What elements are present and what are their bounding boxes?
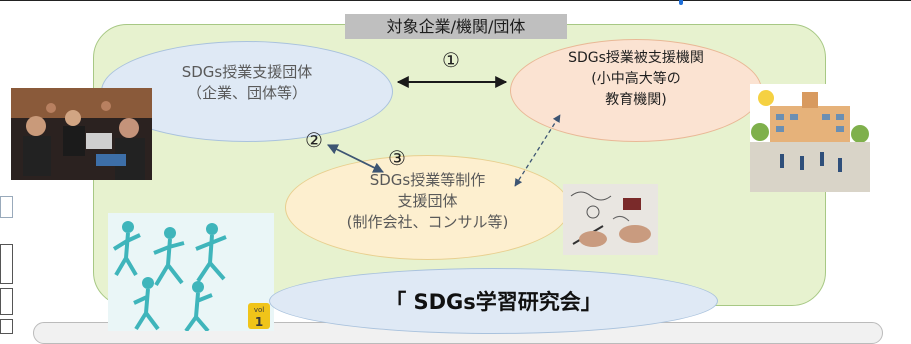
edge-label-1: ① [442,48,460,72]
photo-sketching-hands [563,184,658,255]
illustration-running-people: vol 1 [108,213,274,331]
badge-number: 1 [255,315,263,329]
node-line: SDGs授業被支援機関 [568,50,704,66]
illustration-school-building [750,84,870,192]
left-page-fragment [0,196,13,218]
node-line: SDGs授業等制作 [369,171,486,189]
node-line: (小中高大等の [591,71,681,87]
node-line: 支援団体 [397,192,458,210]
container-title: 対象企業/機関/団体 [345,14,567,39]
left-page-fragment [0,244,13,284]
node-supported-institutions-text: SDGs授業被支援機関 (小中高大等の 教育機関) [520,48,752,111]
node-line: (制作会社、コンサル等) [346,213,509,231]
edge-label-3: ③ [388,146,406,170]
node-line: SDGs授業支援団体 [181,63,313,81]
node-line: （企業、団体等） [186,84,307,102]
node-production-orgs-text: SDGs授業等制作 支援団体 (制作会社、コンサル等) [300,170,555,233]
node-support-orgs-text: SDGs授業支援団体 （企業、団体等） [120,62,374,104]
cursor-marker [679,0,683,5]
badge-vol-text: vol [254,306,264,314]
photo-workshop-people [11,88,152,180]
edge-label-2: ② [305,128,323,152]
node-line: 教育機関) [605,92,667,108]
top-border-line [0,0,911,1]
study-group-label: 「 SDGs学習研究会」 [385,290,602,314]
left-page-fragment [0,288,13,315]
relation-arrows [327,76,561,187]
arrow-production-to-supported [514,114,561,187]
arrow-support-to-production [327,144,384,173]
